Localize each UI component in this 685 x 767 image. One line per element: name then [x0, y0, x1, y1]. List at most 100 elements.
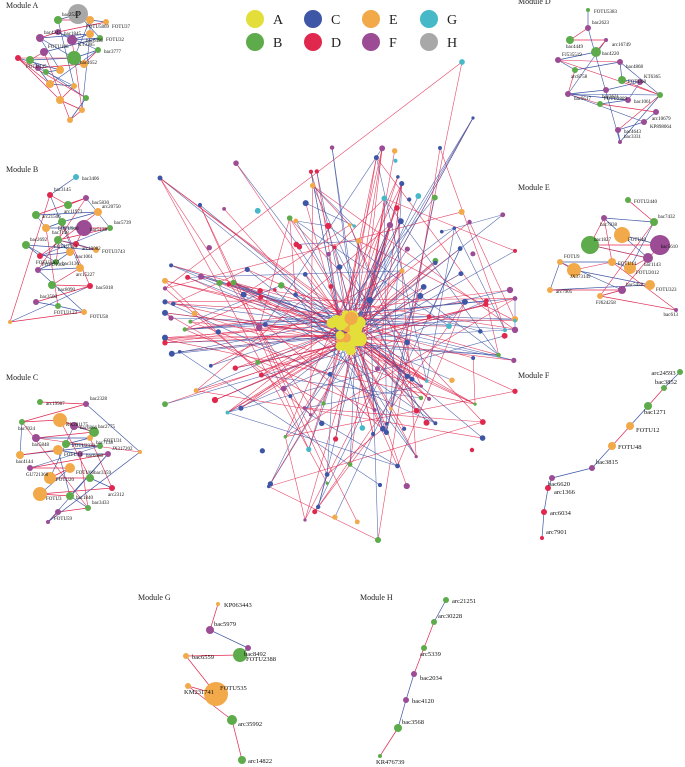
node-label: FOTU68 — [628, 80, 647, 85]
node-label: FOTU940 — [58, 227, 79, 232]
central-edge — [350, 117, 474, 319]
module-node — [216, 602, 220, 606]
module-nodes: bac3406bac3145arc11973bac5830arc21506arc… — [8, 174, 131, 324]
node-label: FOTU2123 — [54, 311, 78, 316]
central-edge — [199, 204, 310, 450]
central-node — [306, 446, 312, 452]
central-node — [366, 296, 374, 304]
module-edge — [599, 99, 629, 105]
node-label: FOTU5383 — [594, 10, 618, 15]
node-label: arc7905 — [556, 290, 573, 295]
central-node — [496, 352, 501, 358]
central-node — [395, 463, 400, 469]
module-node — [97, 443, 103, 449]
central-node — [321, 401, 326, 406]
central-node — [359, 425, 366, 431]
central-node — [278, 282, 285, 289]
module-edge — [611, 261, 677, 311]
central-edge — [164, 349, 351, 405]
module-node — [71, 83, 77, 89]
central-node — [471, 116, 475, 120]
node-label: arc14822 — [248, 758, 272, 765]
central-node — [419, 384, 423, 388]
module-node — [105, 451, 111, 457]
central-edge — [386, 197, 436, 433]
central-edge — [486, 300, 499, 356]
node-label: arc8758 — [571, 75, 588, 80]
node-label: KR476739 — [376, 759, 405, 766]
node-label: FOTU2889 — [604, 97, 628, 102]
central-edge — [159, 177, 347, 315]
module-edge — [37, 63, 85, 69]
central-node — [404, 246, 410, 252]
central-edge — [469, 221, 516, 321]
central-edge — [369, 198, 385, 301]
central-edge — [214, 345, 340, 401]
node-label: bac3631 — [602, 95, 619, 100]
central-node — [293, 218, 299, 224]
central-node — [244, 266, 250, 273]
node-label: arc1366 — [554, 489, 576, 496]
node-label: arc19987 — [46, 402, 65, 407]
node-label: bac4652 — [80, 61, 97, 66]
node-label: FOTU2440 — [634, 200, 658, 205]
central-edge — [472, 357, 476, 405]
module-title: Module G — [138, 593, 171, 602]
module-edge — [567, 93, 645, 123]
central-node — [413, 407, 420, 414]
central-edge — [358, 240, 516, 321]
node-label: FOTU2388 — [246, 656, 276, 663]
central-node — [511, 326, 519, 334]
legend-label-c: C — [331, 13, 340, 28]
module-node — [555, 57, 561, 63]
central-node — [427, 396, 431, 401]
central-node — [230, 279, 237, 286]
module-node — [625, 97, 631, 103]
central-node — [399, 181, 405, 187]
central-edge — [235, 163, 300, 247]
central-edge — [359, 338, 476, 405]
module-node — [545, 485, 551, 491]
module-node — [54, 236, 62, 244]
central-edge — [195, 224, 391, 391]
central-edge — [335, 148, 383, 440]
node-label: FOTU31 — [104, 439, 123, 444]
node-label: bac2527 — [62, 13, 79, 18]
node-label: bac3406 — [82, 177, 99, 182]
central-edge — [258, 327, 358, 523]
module-edge — [37, 269, 85, 313]
module-node — [541, 509, 547, 515]
central-edges — [159, 61, 516, 541]
module-edge — [17, 57, 51, 85]
central-node — [182, 327, 187, 332]
module-node — [233, 648, 247, 662]
module-node — [86, 474, 94, 482]
module-node — [37, 399, 43, 405]
central-node — [424, 379, 429, 383]
module-node — [547, 287, 553, 293]
legend-label-a: A — [273, 13, 284, 28]
central-node — [380, 425, 386, 432]
module-node — [36, 34, 44, 42]
central-node — [375, 366, 380, 372]
node-label: FOTU32 — [106, 38, 125, 43]
central-node — [446, 323, 452, 330]
central-edge — [199, 204, 328, 475]
legend-swatch-c — [304, 10, 322, 28]
module-node — [227, 715, 237, 725]
central-node — [352, 224, 356, 228]
central-edge — [312, 185, 350, 226]
central-edge — [359, 270, 403, 323]
central-node — [420, 284, 427, 290]
module-edge — [57, 31, 99, 51]
central-edge — [289, 217, 353, 320]
central-node — [483, 301, 489, 307]
module-title: Module B — [6, 165, 38, 174]
central-node — [458, 208, 465, 215]
central-node — [418, 395, 424, 401]
central-node — [415, 193, 422, 199]
module-edge — [29, 57, 75, 61]
module-node — [403, 697, 409, 703]
module-node — [677, 369, 683, 375]
